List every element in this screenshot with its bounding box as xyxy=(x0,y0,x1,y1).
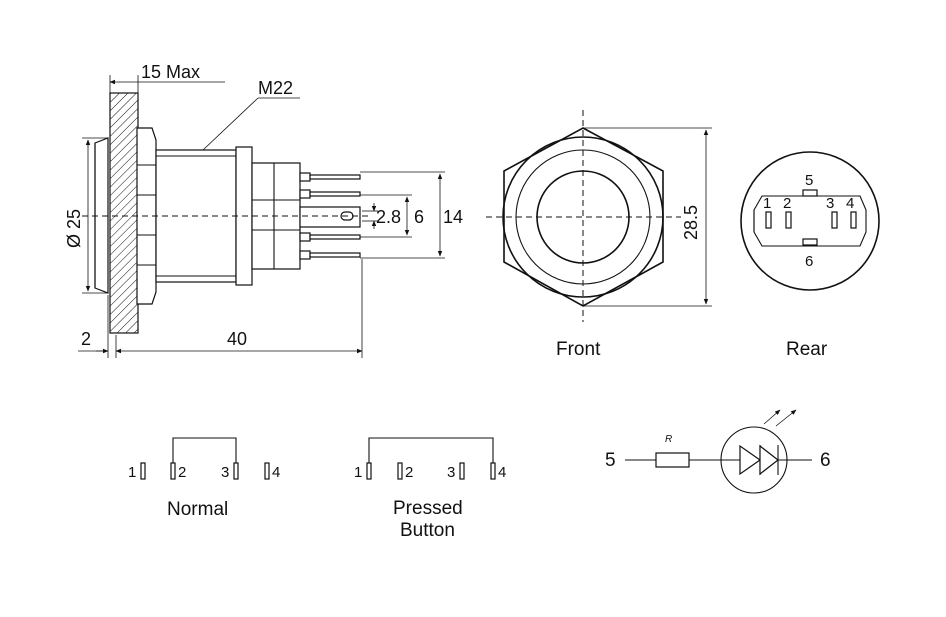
rear-pin-1 xyxy=(765,211,772,229)
rear-view-label: Rear xyxy=(786,339,828,360)
rear-pin-1-label: 1 xyxy=(763,195,771,212)
dim-pin-pitch-label: 6 xyxy=(414,207,424,227)
state-normal: 1 2 3 4 Normal xyxy=(128,437,280,520)
rear-pin-3 xyxy=(831,211,838,229)
led-terminal-5: 5 xyxy=(605,450,616,471)
dim-15max: 15 Max xyxy=(109,62,225,93)
normal-pin-4: 4 xyxy=(272,464,280,481)
panel-section xyxy=(109,92,139,334)
dim-diameter: Ø 25 xyxy=(64,137,108,294)
resistor-symbol xyxy=(655,452,690,468)
pressed-pin-1: 1 xyxy=(354,464,362,481)
dim-diameter-label: Ø 25 xyxy=(64,209,84,248)
rear-pin-6-label: 6 xyxy=(805,253,813,270)
dim-thread: M22 xyxy=(202,78,300,151)
rear-pin-2 xyxy=(785,211,792,229)
resistor-label: R xyxy=(665,434,672,445)
normal-label: Normal xyxy=(167,499,228,520)
rear-pin-4-label: 4 xyxy=(846,195,854,212)
rear-pin-2-label: 2 xyxy=(783,195,791,212)
rear-pin-6 xyxy=(802,238,818,246)
rear-pin-4 xyxy=(850,211,857,229)
rear-pin-5-label: 5 xyxy=(805,172,813,189)
led-circuit: 5 R 6 xyxy=(605,409,831,494)
front-view: 28.5 Front xyxy=(486,110,712,360)
led-diode-icon xyxy=(739,444,762,476)
dim-pin-width-label: 2.8 xyxy=(376,207,401,227)
rear-view: 1 2 3 4 5 6 Rear xyxy=(740,151,880,360)
side-view: 15 Max M22 Ø 25 2 40 xyxy=(64,62,463,358)
dim-pin-span-label: 14 xyxy=(443,207,463,227)
led-terminal-6: 6 xyxy=(820,450,831,471)
state-pressed: 1 2 3 4 Pressed Button xyxy=(354,437,506,541)
dim-pins: 2.8 6 14 xyxy=(360,171,463,259)
pressed-pin-4: 4 xyxy=(498,464,506,481)
dim-across-flats-label: 28.5 xyxy=(681,205,701,240)
pressed-pin-2: 2 xyxy=(405,464,413,481)
normal-pin-3: 3 xyxy=(221,464,229,481)
rear-pin-5 xyxy=(802,189,818,197)
pressed-label-line1: Pressed xyxy=(393,498,463,519)
pressed-label-line2: Button xyxy=(400,520,455,541)
dim-length: 2 40 xyxy=(78,259,363,358)
dim-length-label: 40 xyxy=(227,329,247,349)
dim-flange-label: 2 xyxy=(81,329,91,349)
dim-thread-label: M22 xyxy=(258,78,293,98)
normal-pin-2: 2 xyxy=(178,464,186,481)
normal-pin-1: 1 xyxy=(128,464,136,481)
dim-15max-label: 15 Max xyxy=(141,62,200,82)
rear-pin-3-label: 3 xyxy=(826,195,834,212)
front-view-label: Front xyxy=(556,339,601,360)
terminal-pins xyxy=(299,172,361,260)
front-bezel-outer xyxy=(502,136,664,298)
pressed-pin-3: 3 xyxy=(447,464,455,481)
rear-housing xyxy=(740,151,880,291)
